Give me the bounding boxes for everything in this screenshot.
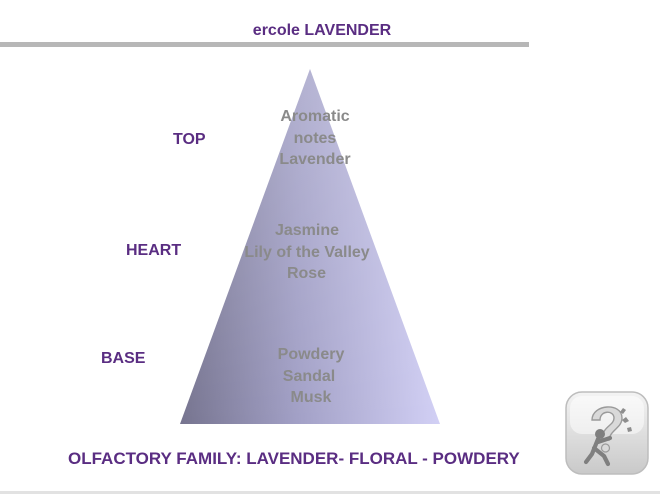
heart-note-2: Lily of the Valley xyxy=(244,243,370,261)
bottom-divider xyxy=(0,491,660,494)
top-notes: Aromatic notes Lavender xyxy=(255,106,375,171)
tier-label-top: TOP xyxy=(173,131,206,148)
base-notes: Powdery Sandal Musk xyxy=(251,344,371,409)
question-mark-figure-icon xyxy=(565,391,649,475)
base-note-2: Sandal xyxy=(282,367,336,385)
heart-note-1: Jasmine xyxy=(274,222,340,239)
heart-note-3: Rose xyxy=(286,265,327,282)
base-note-1: Powdery xyxy=(277,346,345,363)
top-note-1: Aromatic xyxy=(280,108,350,125)
tier-label-heart: HEART xyxy=(126,242,182,259)
top-note-3: Lavender xyxy=(279,151,351,168)
pyramid-highlight xyxy=(180,69,440,424)
heart-notes: Jasmine Lily of the Valley Rose xyxy=(232,220,382,285)
page-title: ercole LAVENDER xyxy=(252,22,392,39)
top-note-2: notes xyxy=(293,129,337,147)
base-note-3: Musk xyxy=(290,389,332,406)
olfactory-family: OLFACTORY FAMILY: LAVENDER- FLORAL - POW… xyxy=(68,449,520,468)
tier-label-base: BASE xyxy=(101,350,146,367)
title-divider xyxy=(0,42,529,47)
